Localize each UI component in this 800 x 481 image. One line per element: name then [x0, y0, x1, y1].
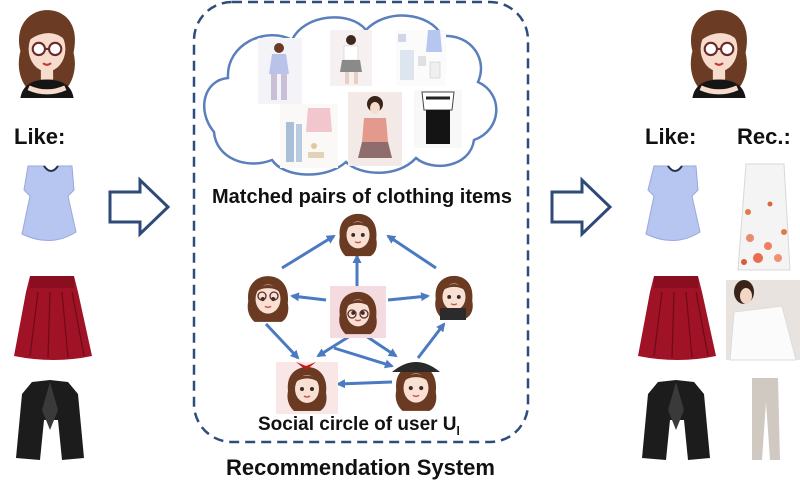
user-avatar-left: [19, 10, 75, 98]
social-face-left: [246, 275, 290, 323]
like-label-left: Like:: [14, 124, 66, 149]
rec-floral-skirt: [737, 163, 791, 271]
output-arrow-icon: [550, 176, 613, 238]
left-red-skirt: [14, 276, 92, 360]
social-face-bottom-right: [392, 362, 440, 412]
rec-beige-pants: [752, 378, 780, 460]
social-circle-label-main: Social circle of user U: [258, 414, 457, 435]
cloud-photo-2: [330, 30, 372, 86]
social-face-center: [330, 286, 386, 338]
cloud-photo-5: [348, 92, 402, 166]
social-face-bottom-left: [276, 362, 338, 414]
social-arrows: [264, 234, 446, 389]
right-red-skirt: [638, 276, 716, 360]
social-circle-label: Social circle of user Ul: [258, 414, 460, 438]
recommendation-system-label: Recommendation System: [226, 455, 495, 480]
social-circle-label-subscript: l: [456, 423, 460, 438]
recommendation-system-container: [192, 0, 530, 444]
left-black-blazer: [16, 380, 84, 460]
rec-label: Rec.:: [737, 124, 791, 149]
social-face-top: [338, 213, 378, 257]
input-arrow-icon: [108, 176, 171, 238]
matched-pairs-label: Matched pairs of clothing items: [212, 186, 513, 208]
right-black-blazer: [642, 380, 710, 460]
cloud-photo-4: [280, 104, 338, 168]
cloud-photo-6: [414, 90, 462, 148]
right-blue-top: [645, 165, 701, 241]
cloud-photo-3: [396, 30, 446, 86]
left-blue-top: [21, 165, 77, 241]
social-face-right: [434, 275, 474, 320]
cloud-photo-1: [258, 38, 302, 104]
user-avatar-right: [691, 10, 747, 98]
rec-sweater-photo: [726, 280, 800, 361]
like-label-right: Like:: [645, 124, 697, 149]
